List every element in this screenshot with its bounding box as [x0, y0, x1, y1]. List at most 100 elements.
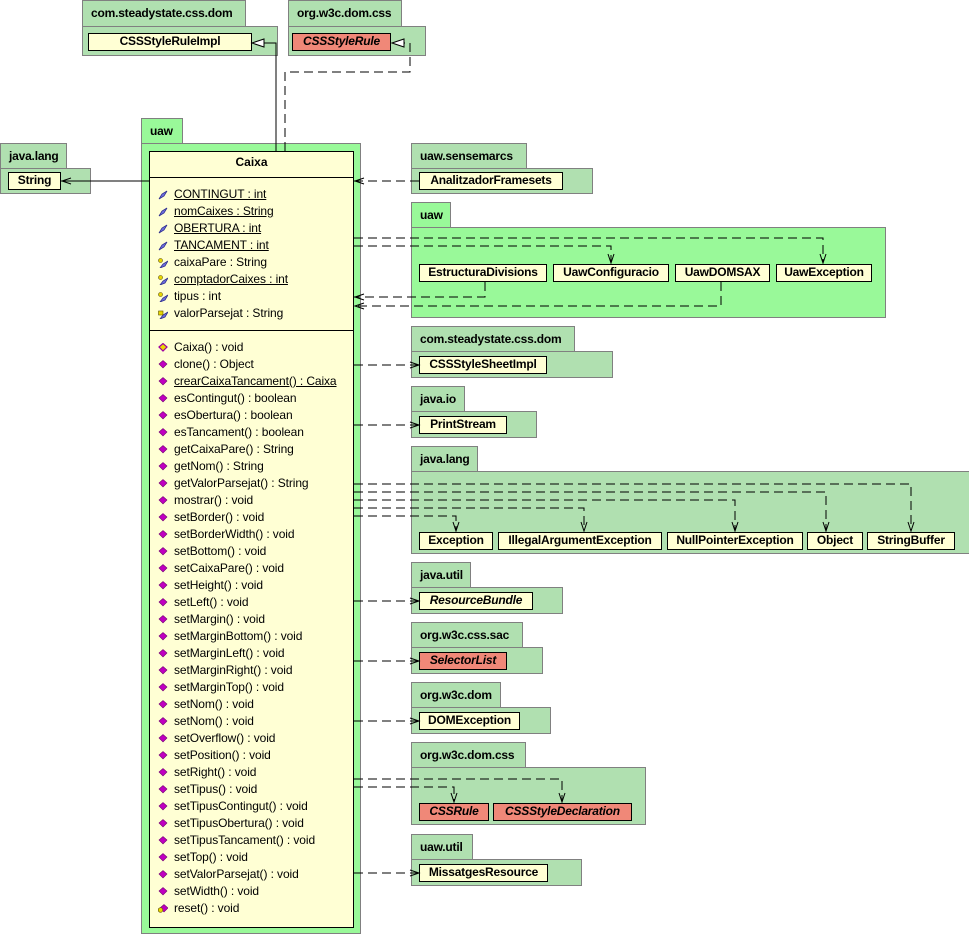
method-item[interactable]: setRight() : void	[150, 764, 353, 781]
method-item[interactable]: setPosition() : void	[150, 747, 353, 764]
method-item[interactable]: setBottom() : void	[150, 543, 353, 560]
method-item[interactable]: setNom() : void	[150, 713, 353, 730]
method-item[interactable]: setTipusObertura() : void	[150, 815, 353, 832]
public-field-icon	[158, 224, 168, 234]
class-analitzadorframesets[interactable]: AnalitzadorFramesets	[419, 172, 563, 190]
package-tab-java-util: java.util	[411, 562, 471, 588]
method-item[interactable]: setMarginLeft() : void	[150, 645, 353, 662]
class-domexception[interactable]: DOMException	[419, 712, 520, 730]
public-method-icon	[158, 428, 168, 437]
public-field-icon	[158, 207, 168, 217]
class-exception[interactable]: Exception	[419, 532, 493, 550]
class-printstream[interactable]: PrintStream	[419, 416, 507, 434]
method-item[interactable]: esContingut() : boolean	[150, 390, 353, 407]
protected-field-icon	[158, 258, 168, 268]
method-item[interactable]: setMargin() : void	[150, 611, 353, 628]
method-label: setCaixaPare() : void	[174, 561, 284, 575]
public-method-icon	[158, 836, 168, 845]
attribute-item[interactable]: caixaPare : String	[150, 254, 353, 271]
method-item[interactable]: getNom() : String	[150, 458, 353, 475]
package-tab-java-lang-left: java.lang	[0, 143, 67, 169]
method-item[interactable]: setTipus() : void	[150, 781, 353, 798]
method-label: crearCaixaTancament() : Caixa	[174, 374, 337, 388]
package-tab-java-lang: java.lang	[411, 446, 478, 472]
method-item[interactable]: Caixa() : void	[150, 339, 353, 356]
interface-cssstyledeclaration[interactable]: CSSStyleDeclaration	[493, 803, 632, 821]
method-item[interactable]: setMarginTop() : void	[150, 679, 353, 696]
class-nullpointerexception[interactable]: NullPointerException	[667, 532, 803, 550]
method-item[interactable]: esTancament() : boolean	[150, 424, 353, 441]
public-method-icon	[158, 666, 168, 675]
method-label: clone() : Object	[174, 357, 254, 371]
public-method-icon	[158, 513, 168, 522]
public-method-icon	[158, 853, 168, 862]
package-tab-org-w3c-dom-css-top: org.w3c.dom.css	[288, 0, 402, 27]
class-missatgesresource[interactable]: MissatgesResource	[419, 864, 548, 882]
public-method-icon	[158, 887, 168, 896]
interface-cssstylerule[interactable]: CSSStyleRule	[292, 33, 391, 51]
attribute-item[interactable]: valorParsejat : String	[150, 305, 353, 322]
method-item[interactable]: setBorderWidth() : void	[150, 526, 353, 543]
public-method-icon	[158, 819, 168, 828]
attribute-label: CONTINGUT : int	[174, 187, 267, 201]
method-item[interactable]: setWidth() : void	[150, 883, 353, 900]
method-item[interactable]: getCaixaPare() : String	[150, 441, 353, 458]
public-method-icon	[158, 632, 168, 641]
method-item[interactable]: setMarginBottom() : void	[150, 628, 353, 645]
method-label: setTipusContingut() : void	[174, 799, 308, 813]
attribute-item[interactable]: TANCAMENT : int	[150, 237, 353, 254]
class-stringbuffer[interactable]: StringBuffer	[867, 532, 955, 550]
public-method-icon	[158, 530, 168, 539]
method-item[interactable]: setTipusContingut() : void	[150, 798, 353, 815]
implements-line	[284, 42, 411, 151]
interface-selectorlist[interactable]: SelectorList	[419, 652, 507, 670]
method-item[interactable]: esObertura() : boolean	[150, 407, 353, 424]
public-method-icon	[158, 581, 168, 590]
class-uawconfiguracio[interactable]: UawConfiguracio	[553, 264, 669, 282]
class-estructuradivisions[interactable]: EstructuraDivisions	[419, 264, 547, 282]
method-item[interactable]: setMarginRight() : void	[150, 662, 353, 679]
method-item[interactable]: setLeft() : void	[150, 594, 353, 611]
public-method-icon	[158, 547, 168, 556]
class-uawdomsax[interactable]: UawDOMSAX	[675, 264, 770, 282]
method-item[interactable]: mostrar() : void	[150, 492, 353, 509]
attribute-item[interactable]: OBERTURA : int	[150, 220, 353, 237]
public-method-icon	[158, 394, 168, 403]
method-label: setMarginBottom() : void	[174, 629, 303, 643]
method-label: getValorParsejat() : String	[174, 476, 309, 490]
protected-method-icon	[158, 904, 168, 913]
package-tab-org-w3c-dom-css: org.w3c.dom.css	[411, 742, 526, 768]
attribute-item[interactable]: nomCaixes : String	[150, 203, 353, 220]
method-item[interactable]: setOverflow() : void	[150, 730, 353, 747]
class-cssstyleruleimpl[interactable]: CSSStyleRuleImpl	[88, 33, 252, 51]
attribute-item[interactable]: CONTINGUT : int	[150, 186, 353, 203]
class-uawexception[interactable]: UawException	[776, 264, 872, 282]
method-label: esTancament() : boolean	[174, 425, 304, 439]
class-caixa-title: Caixa	[150, 152, 353, 178]
method-item[interactable]: setBorder() : void	[150, 509, 353, 526]
class-cssstylesheetimpl[interactable]: CSSStyleSheetImpl	[419, 356, 547, 374]
attribute-item[interactable]: tipus : int	[150, 288, 353, 305]
method-item[interactable]: reset() : void	[150, 900, 353, 917]
method-item[interactable]: setCaixaPare() : void	[150, 560, 353, 577]
class-illegalargumentexception[interactable]: IllegalArgumentException	[498, 532, 662, 550]
method-label: setNom() : void	[174, 714, 254, 728]
method-label: setMargin() : void	[174, 612, 265, 626]
method-item[interactable]: setNom() : void	[150, 696, 353, 713]
method-item[interactable]: setTop() : void	[150, 849, 353, 866]
method-item[interactable]: getValorParsejat() : String	[150, 475, 353, 492]
method-item[interactable]: setTipusTancament() : void	[150, 832, 353, 849]
public-method-icon	[158, 360, 168, 369]
method-item[interactable]: clone() : Object	[150, 356, 353, 373]
attribute-item[interactable]: comptadorCaixes : int	[150, 271, 353, 288]
method-item[interactable]: setValorParsejat() : void	[150, 866, 353, 883]
method-item[interactable]: crearCaixaTancament() : Caixa	[150, 373, 353, 390]
interface-cssrule[interactable]: CSSRule	[419, 803, 489, 821]
class-object[interactable]: Object	[807, 532, 863, 550]
class-string[interactable]: String	[8, 172, 61, 190]
method-item[interactable]: setHeight() : void	[150, 577, 353, 594]
class-resourcebundle[interactable]: ResourceBundle	[419, 592, 533, 610]
method-label: setLeft() : void	[174, 595, 249, 609]
extends-line	[264, 42, 277, 151]
